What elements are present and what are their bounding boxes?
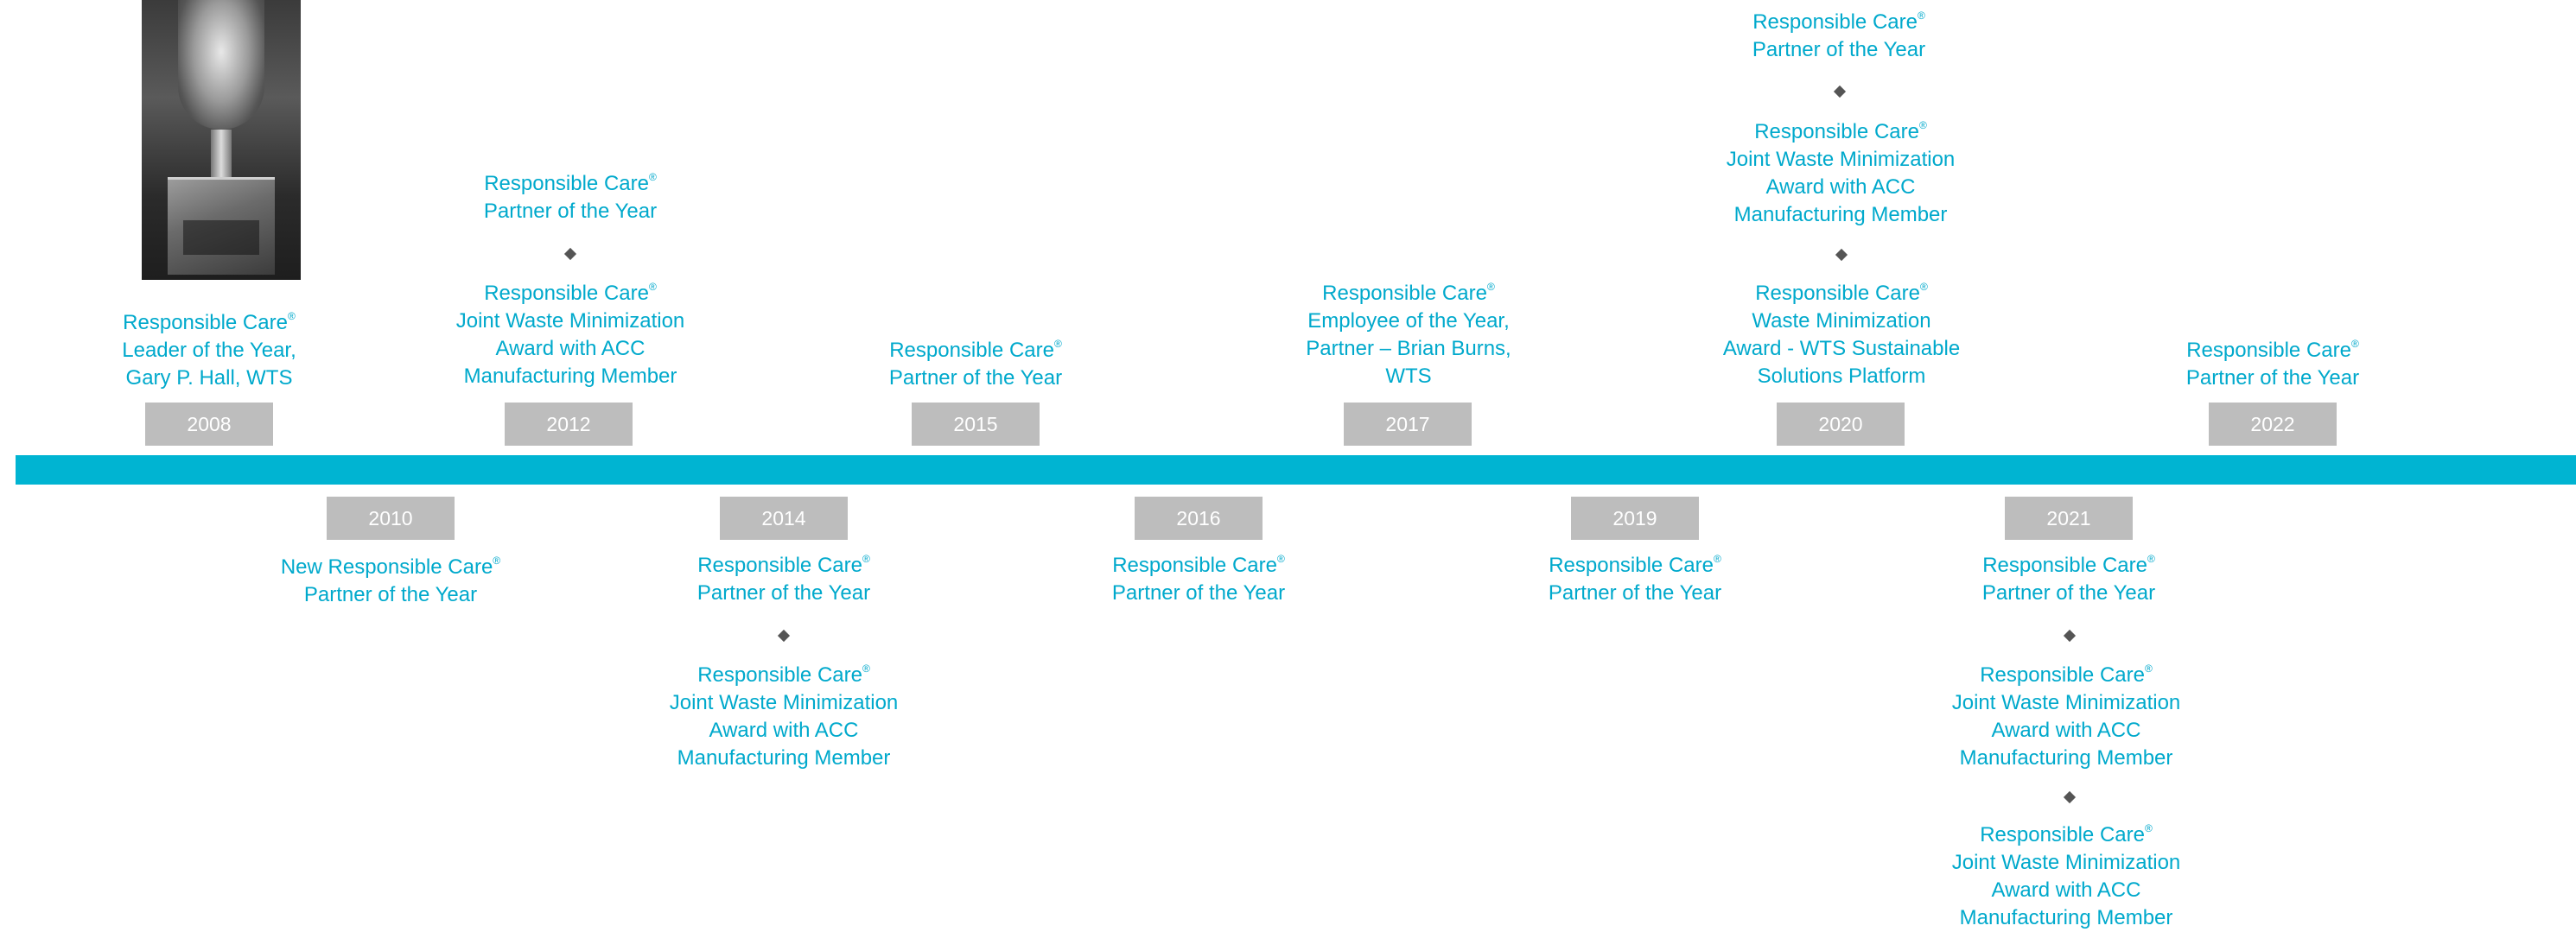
year-2010: 2010 xyxy=(327,497,455,540)
year-2014: 2014 xyxy=(720,497,848,540)
award-2020-sustainable-solutions: Responsible Care® Waste Minimization Awa… xyxy=(1722,281,1961,388)
award-2012-partner: Responsible Care® Partner of the Year xyxy=(483,171,658,223)
trophy-plate xyxy=(183,220,259,255)
award-2010: New Responsible Care® Partner of the Yea… xyxy=(280,555,501,606)
year-2021: 2021 xyxy=(2005,497,2133,540)
award-2016: Responsible Care® Partner of the Year xyxy=(1111,553,1286,605)
award-2022: Responsible Care® Partner of the Year xyxy=(2185,338,2360,390)
year-2016: 2016 xyxy=(1135,497,1263,540)
year-2017: 2017 xyxy=(1344,403,1472,446)
award-2021-partner: Responsible Care® Partner of the Year xyxy=(1981,553,2156,605)
separator-diamond xyxy=(1835,248,1848,262)
award-2020-joint-waste-minimization: Responsible Care® Joint Waste Minimizati… xyxy=(1726,119,1956,226)
award-2021-waste-minimization-2: Responsible Care® Joint Waste Minimizati… xyxy=(1951,822,2181,929)
award-2021-waste-minimization-1: Responsible Care® Joint Waste Minimizati… xyxy=(1951,663,2181,770)
year-2019: 2019 xyxy=(1571,497,1699,540)
award-2020-partner: Responsible Care® Partner of the Year xyxy=(1752,10,1926,61)
award-2008: Responsible Care® Leader of the Year, Ga… xyxy=(122,310,296,390)
award-2017: Responsible Care® Employee of the Year, … xyxy=(1306,281,1511,388)
award-2014-partner: Responsible Care® Partner of the Year xyxy=(696,553,871,605)
separator-diamond xyxy=(563,247,577,261)
separator-diamond xyxy=(777,629,791,643)
year-2012: 2012 xyxy=(505,403,633,446)
award-2012-waste-minimization: Responsible Care® Joint Waste Minimizati… xyxy=(455,281,685,388)
separator-diamond xyxy=(1833,85,1847,98)
trophy-cup xyxy=(178,0,264,130)
trophy-stem xyxy=(211,130,232,181)
award-2019: Responsible Care® Partner of the Year xyxy=(1548,553,1722,605)
separator-diamond xyxy=(2063,790,2077,804)
year-2020: 2020 xyxy=(1777,403,1905,446)
year-2022: 2022 xyxy=(2209,403,2337,446)
award-2014-waste-minimization: Responsible Care® Joint Waste Minimizati… xyxy=(669,663,899,770)
timeline-axis xyxy=(16,455,2576,485)
award-2015: Responsible Care® Partner of the Year xyxy=(888,338,1063,390)
year-2008: 2008 xyxy=(145,403,273,446)
trophy-photo xyxy=(142,0,301,280)
separator-diamond xyxy=(2063,629,2077,643)
year-2015: 2015 xyxy=(912,403,1040,446)
